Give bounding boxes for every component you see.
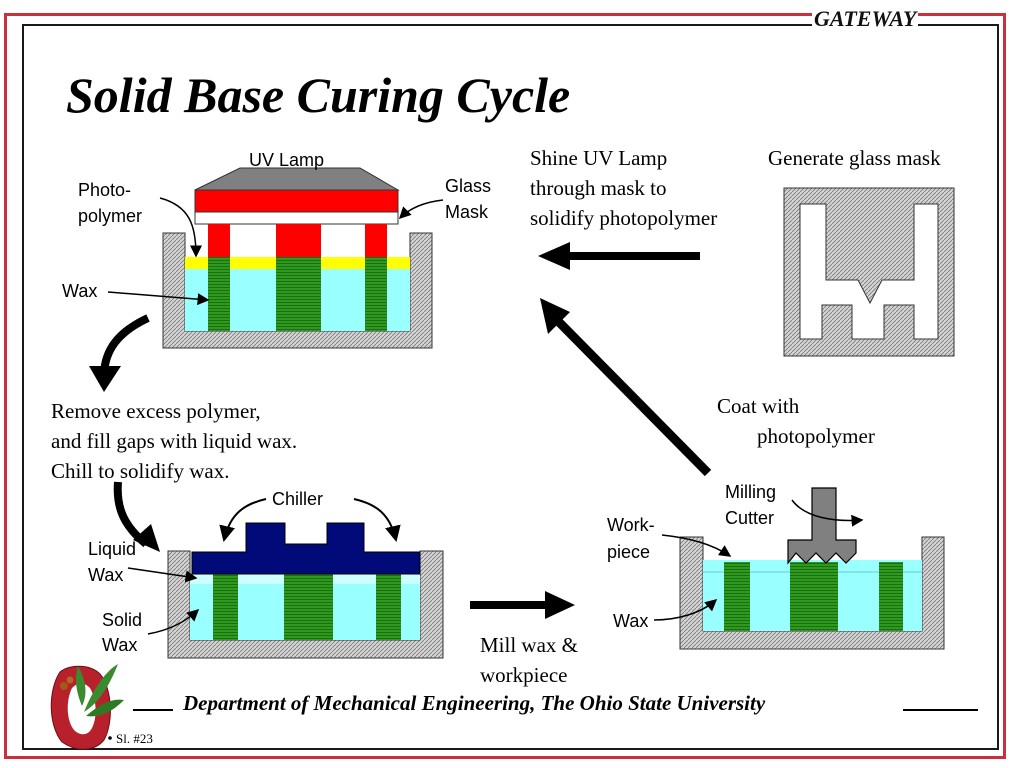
liquid-label-line2: Wax [88, 565, 123, 585]
chiller-label: Chiller [272, 489, 323, 509]
cured-column-right-1 [365, 257, 387, 331]
cured-column-right-2 [376, 574, 401, 640]
uv-lamp [194, 189, 399, 213]
cured-column-left-1 [208, 257, 230, 331]
slide-bullet [108, 736, 112, 740]
coat-step-line1: Coat with [717, 394, 800, 418]
uv-exposure-assembly [162, 167, 433, 349]
remove-step-line1: Remove excess polymer, [51, 399, 261, 423]
uv-lamp-label: UV Lamp [249, 150, 324, 170]
work-label-line2: piece [607, 542, 650, 562]
work-label-line1: Work- [607, 515, 655, 535]
slide-inner-frame [22, 24, 999, 750]
wax-pointer-1 [107, 291, 210, 306]
ohio-state-logo [50, 664, 124, 750]
arrow-chill-to-mill [470, 591, 575, 619]
footer-rule-left [133, 709, 173, 711]
chiller-block [191, 522, 421, 575]
glass-mask-pointer [398, 199, 444, 220]
cured-column-left-3 [724, 562, 750, 631]
photo-label-line1: Photo- [78, 180, 131, 200]
chiller-arrow-right [353, 498, 401, 542]
shine-step-line1: Shine UV Lamp [530, 146, 668, 170]
slide-outer-frame [4, 13, 1006, 759]
uv-beam-center [276, 224, 321, 257]
remove-step-line2: and fill gaps with liquid wax. [51, 429, 298, 453]
uv-lamp-housing [194, 167, 400, 191]
cured-column-center-2 [284, 574, 333, 640]
arrow-remove-to-chill [113, 481, 160, 552]
arrow-exposure-to-remove [89, 314, 150, 392]
gateway-brand: GATEWAY [812, 6, 919, 32]
photo-label-line2: polymer [78, 206, 142, 226]
glass-mask-drawing [783, 187, 955, 357]
solid-label-line1: Solid [102, 610, 142, 630]
cured-column-right-3 [879, 562, 903, 631]
chiller-arrow-left [219, 498, 267, 542]
glass-mask-plate [194, 211, 399, 225]
wax-label-1: Wax [62, 281, 97, 301]
mill-step-line2: workpiece [480, 663, 568, 687]
slide-number: Sl. #23 [116, 731, 153, 746]
chill-assembly [167, 522, 444, 659]
wax-pointer-3 [653, 599, 718, 621]
remove-step-line3: Chill to solidify wax. [51, 459, 230, 483]
uv-beam-right [365, 224, 387, 257]
cured-column-center-3 [790, 562, 838, 631]
milling-rotation-arrow [791, 499, 864, 527]
footer-rule-right [903, 709, 978, 711]
cured-column-center-1 [276, 257, 321, 331]
mask-step: Generate glass mask [768, 146, 941, 170]
mill-step-line1: Mill wax & [480, 633, 578, 657]
workpiece-pointer [661, 534, 732, 557]
milling-assembly [679, 487, 945, 650]
glass-label-line2: Mask [445, 202, 489, 222]
uv-beam-left [208, 224, 230, 257]
liquid-wax-pointer [127, 567, 198, 583]
coat-step-line2: photopolymer [757, 424, 875, 448]
footer-department: Department of Mechanical Engineering, Th… [183, 691, 766, 715]
wax-label-3: Wax [613, 611, 648, 631]
cured-column-left-2 [213, 574, 238, 640]
milling-label-line1: Milling [725, 482, 776, 502]
shine-step-line3: solidify photopolymer [530, 206, 718, 230]
liquid-label-line1: Liquid [88, 539, 136, 559]
slide-title: Solid Base Curing Cycle [66, 67, 571, 123]
milling-label-line2: Cutter [725, 508, 774, 528]
photopolymer-pointer [159, 197, 202, 258]
arrow-coat-to-exposure [540, 298, 712, 477]
shine-step-line2: through mask to [530, 176, 667, 200]
solid-label-line2: Wax [102, 635, 137, 655]
solid-wax-pointer [147, 608, 200, 635]
arrow-mask-to-exposure [538, 242, 700, 270]
milling-cutter [787, 487, 857, 565]
mask-opening [799, 203, 939, 340]
glass-label-line1: Glass [445, 176, 491, 196]
